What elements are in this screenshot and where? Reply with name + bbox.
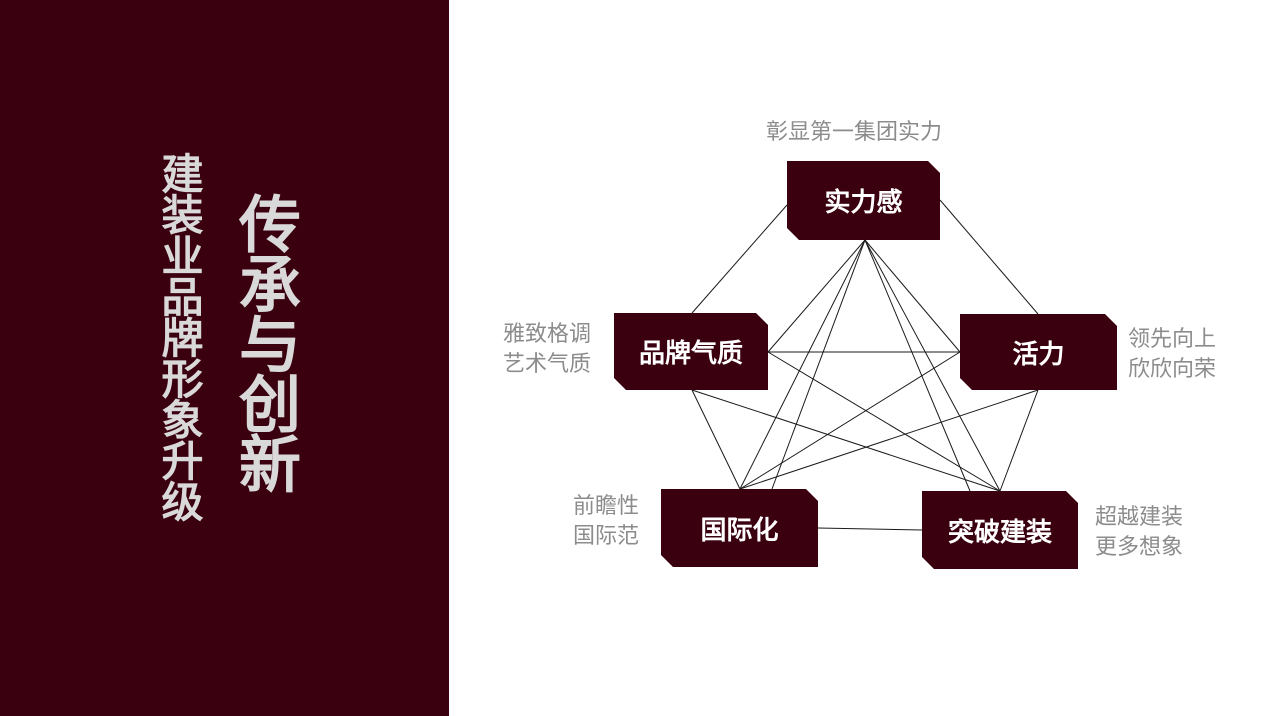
node-brand-temperament-label: 品牌气质 — [638, 339, 743, 369]
caption-brand-temperament: 雅致格调 艺术气质 — [503, 320, 591, 380]
node-strength-label: 实力感 — [824, 188, 903, 218]
link-top-to-bottomright-a — [864, 239, 1001, 492]
caption-strength: 彰显第一集团实力 — [766, 118, 942, 148]
caption-breakthrough-line-1: 超越建装 — [1095, 505, 1184, 530]
caption-vitality-line-1: 领先向上 — [1128, 327, 1217, 352]
link-right-to-bottomleft-a — [739, 351, 961, 490]
link-left-to-bottomright-b — [691, 389, 1001, 492]
caption-internationalization-line-1: 前瞻性 — [573, 494, 640, 519]
node-internationalization: 国际化 — [661, 489, 818, 567]
link-left-to-bottomright-a — [767, 351, 1001, 492]
subtitle: 建装业品牌形象升级 — [155, 152, 204, 521]
caption-brand-temperament-line-1: 雅致格调 — [503, 322, 592, 347]
node-breakthrough-label: 突破建装 — [947, 517, 1052, 548]
link-top-to-right — [864, 239, 961, 353]
caption-breakthrough-line-2: 更多想象 — [1095, 535, 1184, 560]
node-vitality-label: 活力 — [1012, 339, 1065, 370]
link-top-left-edge — [691, 204, 788, 314]
caption-internationalization: 前瞻性 国际范 — [573, 492, 639, 552]
main-title: 传承与创新 — [228, 192, 301, 492]
node-brand-temperament: 品牌气质 — [614, 313, 768, 390]
caption-vitality-line-2: 欣欣向荣 — [1128, 357, 1217, 382]
link-left-bottomleft — [691, 389, 741, 490]
link-right-bottomright — [999, 389, 1039, 492]
link-top-to-bottomleft-b — [771, 239, 866, 490]
link-right-to-bottomleft-b — [739, 389, 1039, 490]
node-vitality: 活力 — [960, 314, 1117, 390]
link-top-right-edge — [939, 199, 1039, 315]
title-panel: 建装业品牌形象升级 传承与创新 — [0, 0, 449, 716]
node-strength: 实力感 — [787, 161, 940, 240]
node-internationalization-label: 国际化 — [700, 515, 779, 546]
link-top-to-left — [767, 239, 866, 353]
caption-internationalization-line-2: 国际范 — [573, 524, 640, 549]
caption-brand-temperament-line-2: 艺术气质 — [503, 352, 592, 377]
link-top-to-bottomright-b — [864, 239, 971, 492]
link-top-to-bottomleft-a — [739, 239, 866, 490]
node-breakthrough: 突破建装 — [922, 491, 1078, 569]
caption-strength-line: 彰显第一集团实力 — [766, 120, 943, 145]
caption-vitality: 领先向上 欣欣向荣 — [1128, 325, 1216, 385]
caption-breakthrough: 超越建装 更多想象 — [1095, 503, 1183, 563]
link-bottom — [817, 527, 923, 531]
